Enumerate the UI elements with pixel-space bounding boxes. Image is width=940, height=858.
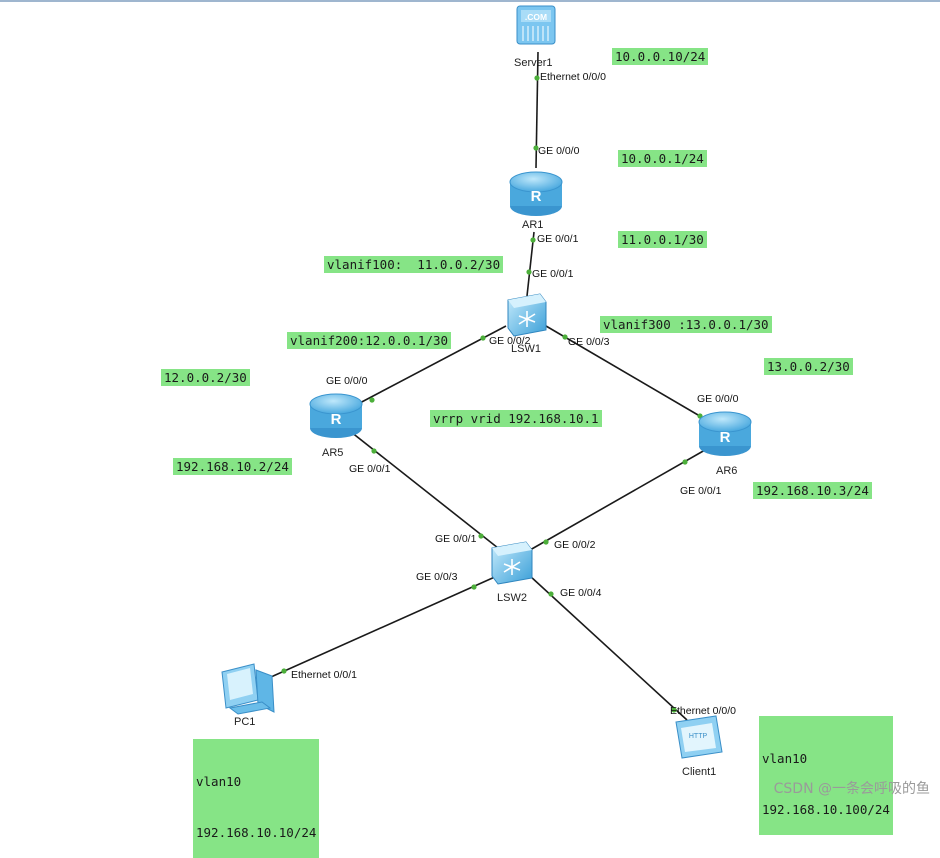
port-label-ar6-ge001: GE 0/0/1 <box>680 485 722 497</box>
port-dot <box>281 668 287 674</box>
ar6-router-icon[interactable]: R <box>698 411 752 456</box>
svg-text:R: R <box>531 188 542 205</box>
link-lsw2-pc1 <box>261 575 498 682</box>
device-name-ar1: AR1 <box>522 219 544 231</box>
pc1-icon[interactable] <box>221 663 275 715</box>
port-dot <box>671 707 677 713</box>
pc1-vlan: vlan10 <box>196 774 242 789</box>
pc1-ip: 192.168.10.10/24 <box>196 825 317 840</box>
port-dot <box>369 397 375 403</box>
ip-label-ar5-g0: 12.0.0.2/30 <box>161 369 250 386</box>
port-label-ar5-ge001: GE 0/0/1 <box>349 463 391 475</box>
link-lsw1-ar6 <box>545 325 711 423</box>
port-label-lsw1-ge002: GE 0/0/2 <box>489 335 531 347</box>
port-dot <box>548 591 554 597</box>
link-lsw2-client1 <box>529 575 688 721</box>
port-dots <box>281 75 703 713</box>
port-dot <box>562 334 568 340</box>
ip-label-ar6-g0: 13.0.0.2/30 <box>764 358 853 375</box>
ip-label-ar1-g0: 10.0.0.1/24 <box>618 150 707 167</box>
link-ar5-lsw2 <box>345 427 499 549</box>
link-ar1-lsw1 <box>526 231 535 297</box>
lsw2-switch-icon[interactable] <box>491 541 533 585</box>
topology-canvas: .COM R R R <box>221 5 752 759</box>
device-name-lsw1: LSW1 <box>511 343 541 355</box>
port-dot <box>371 448 377 454</box>
ar5-router-icon[interactable]: R <box>309 393 363 438</box>
server1-badge: .COM <box>525 12 547 22</box>
port-label-ar5-ge000: GE 0/0/0 <box>326 375 368 387</box>
ar1-router-icon[interactable]: R <box>509 171 563 216</box>
port-label-lsw2-ge003: GE 0/0/3 <box>416 571 458 583</box>
ip-label-ar6-g1: 192.168.10.3/24 <box>753 482 872 499</box>
port-label-client1-eth000: Ethernet 0/0/0 <box>670 705 736 717</box>
port-label-lsw2-ge004: GE 0/0/4 <box>560 587 602 599</box>
vlanif300-label: vlanif300 :13.0.0.1/30 <box>600 316 772 333</box>
vlanif100-label: vlanif100: 11.0.0.2/30 <box>324 256 504 273</box>
port-label-lsw2-ge002: GE 0/0/2 <box>554 539 596 551</box>
port-dot <box>480 335 486 341</box>
port-label-lsw2-ge001: GE 0/0/1 <box>435 533 477 545</box>
vrrp-label: vrrp vrid 192.168.10.1 <box>430 410 602 427</box>
port-label-lsw1-ge001: GE 0/0/1 <box>532 268 574 280</box>
device-name-ar6: AR6 <box>716 465 738 477</box>
port-label-lsw1-ge003: GE 0/0/3 <box>568 336 610 348</box>
port-label-pc1-eth001: Ethernet 0/0/1 <box>291 669 357 681</box>
port-dot <box>526 269 532 275</box>
client1-icon[interactable]: HTTP <box>675 715 723 759</box>
device-name-lsw2: LSW2 <box>497 592 527 604</box>
watermark: CSDN @一条会呼吸的鱼 <box>773 781 930 797</box>
device-name-pc1: PC1 <box>234 716 256 728</box>
svg-text:R: R <box>331 411 342 428</box>
server1-icon[interactable]: .COM <box>516 5 556 45</box>
ip-label-ar1-g1: 11.0.0.1/30 <box>618 231 707 248</box>
pc1-vlan-ip-label: vlan10 192.168.10.10/24 <box>193 739 320 858</box>
port-dot <box>530 237 536 243</box>
vlanif200-label: vlanif200:12.0.0.1/30 <box>287 332 452 349</box>
port-label-ar1-ge001: GE 0/0/1 <box>537 233 579 245</box>
device-name-client1: Client1 <box>682 766 717 778</box>
svg-text:R: R <box>720 429 731 446</box>
port-dot <box>478 533 484 539</box>
client1-vlan: vlan10 <box>762 751 808 766</box>
ip-label-ar5-g1: 192.168.10.2/24 <box>173 458 292 475</box>
port-dot <box>543 539 549 545</box>
device-name-ar5: AR5 <box>322 447 344 459</box>
link-ar6-lsw2 <box>529 445 713 551</box>
client1-badge: HTTP <box>689 733 708 740</box>
port-dot <box>682 459 688 465</box>
port-dot <box>471 584 477 590</box>
port-label-ar1-ge000: GE 0/0/0 <box>538 145 580 157</box>
device-name-server1: Server1 <box>514 57 553 69</box>
port-label-server1-eth000: Ethernet 0/0/0 <box>540 71 606 83</box>
window-top-border <box>0 0 940 2</box>
lsw1-switch-icon[interactable] <box>507 293 547 337</box>
port-dot <box>534 75 540 81</box>
client1-vlan-ip-label: vlan10 192.168.10.100/24 <box>759 716 893 835</box>
port-label-ar6-ge000: GE 0/0/0 <box>697 393 739 405</box>
ip-label-server1: 10.0.0.10/24 <box>612 48 709 65</box>
port-dot <box>533 145 539 151</box>
